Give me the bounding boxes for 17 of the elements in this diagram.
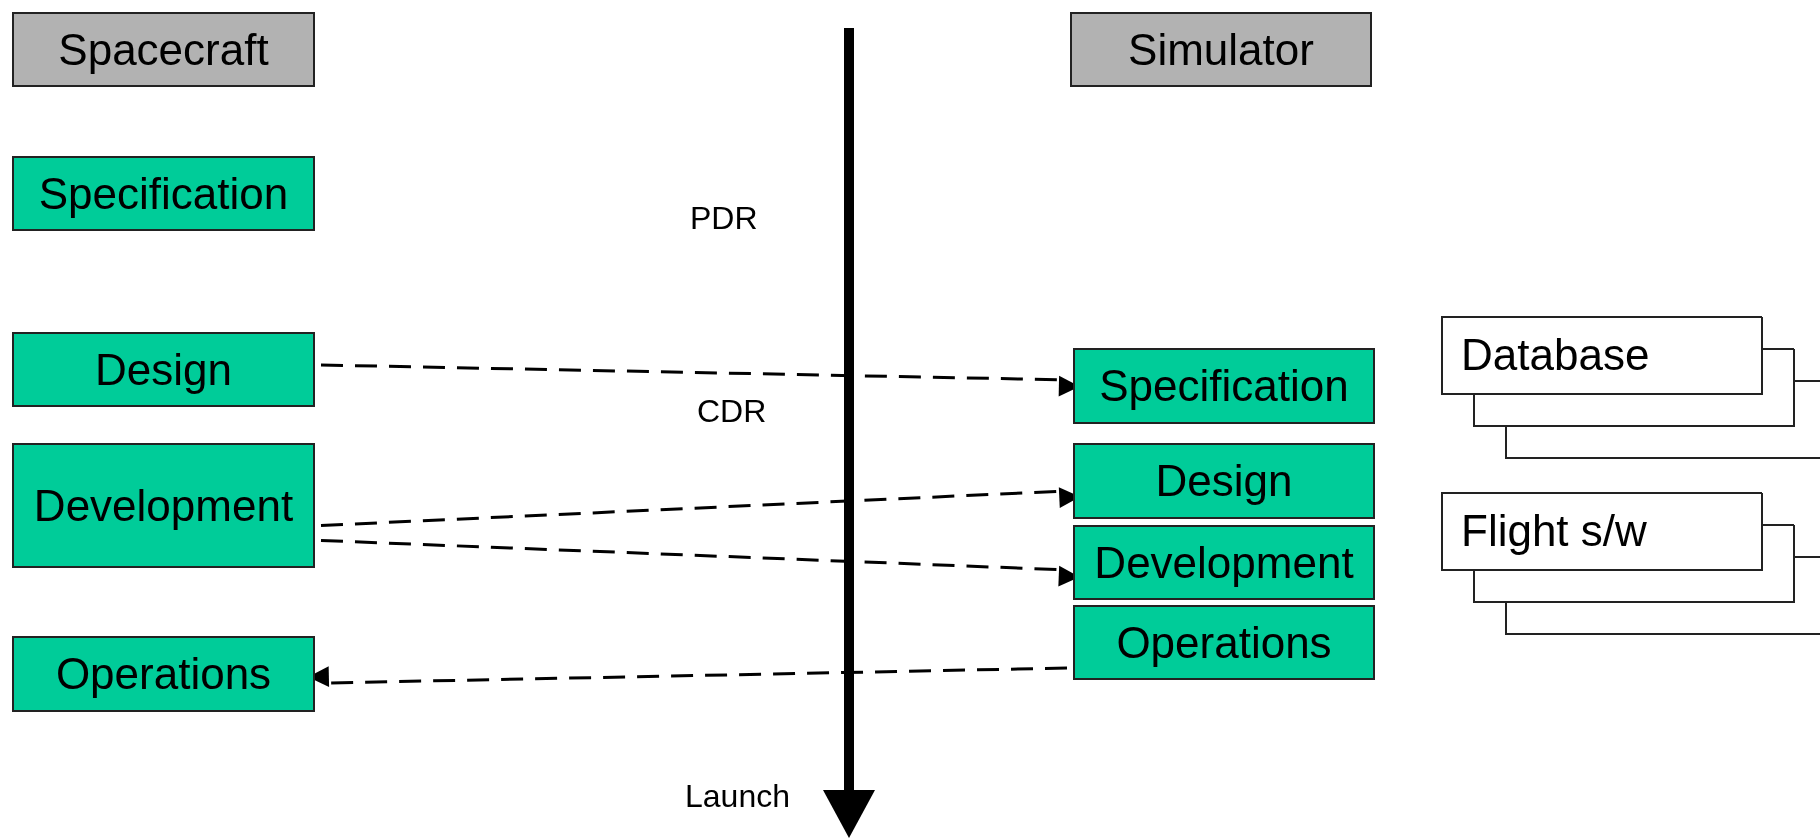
phase-box: Development xyxy=(1073,525,1375,600)
milestone-label: CDR xyxy=(697,393,767,430)
stack-label: Flight s/w xyxy=(1461,506,1647,556)
phase-box: Operations xyxy=(12,636,315,712)
document-stack xyxy=(1441,316,1820,459)
phase-box: Specification xyxy=(12,156,315,231)
column-header: Spacecraft xyxy=(12,12,315,87)
milestone-label: PDR xyxy=(690,200,758,237)
phase-box: Development xyxy=(12,443,315,568)
stack-label: Database xyxy=(1461,330,1650,380)
phase-box: Specification xyxy=(1073,348,1375,424)
milestone-label: Launch xyxy=(685,778,790,815)
phase-box: Design xyxy=(1073,443,1375,519)
document-stack xyxy=(1441,492,1820,635)
column-header: Simulator xyxy=(1070,12,1372,87)
phase-box: Operations xyxy=(1073,605,1375,680)
phase-box: Design xyxy=(12,332,315,407)
